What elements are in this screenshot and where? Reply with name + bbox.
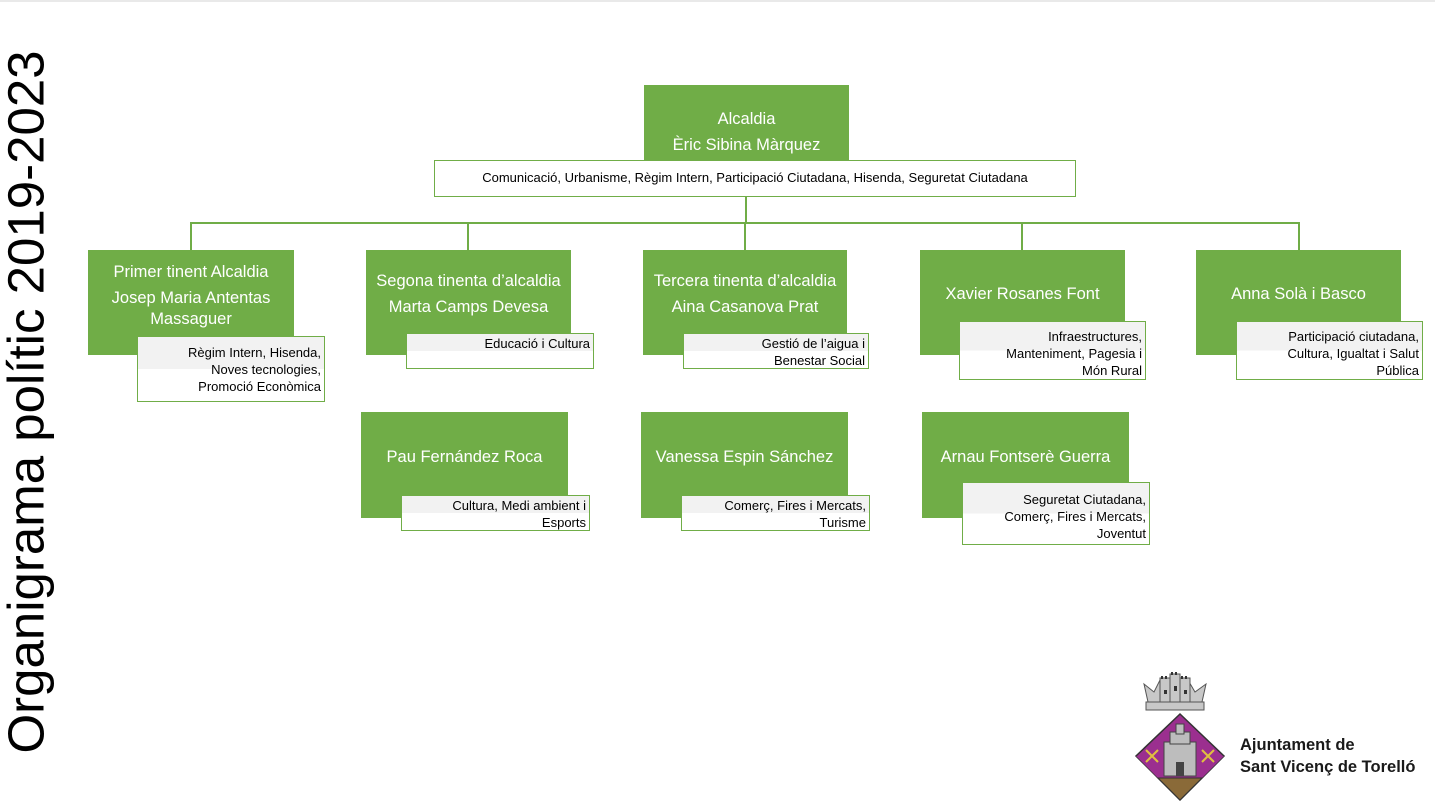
page-title: Organigrama polític 2019-2023 [0,50,55,754]
alcaldia-title-box: Alcaldia Èric Sibina Màrquez [644,85,849,161]
member-area-line: Benestar Social [773,353,865,368]
member-title-box-8: Arnau Fontserè Guerra [922,412,1129,518]
connector-trunk [745,196,747,224]
member-areas-box-6: Cultura, Medi ambient i Esports [401,495,590,531]
member-areas-box-8: Seguretat Ciutadana, Comerç, Fires i Mer… [962,482,1150,545]
member-area-line: Cultura, Medi ambient i [452,498,586,513]
member-area-line: Participació ciutadana, [1288,329,1419,344]
connector-drop-5 [1298,222,1300,250]
alcaldia-name: Èric Sibina Màrquez [672,136,821,154]
member-area-line: Infraestructures, [1048,329,1142,344]
member-title-line: Arnau Fontserè Guerra [940,448,1111,466]
member-area-line: Promoció Econòmica [198,379,321,394]
alcaldia-areas-box: Comunicació, Urbanisme, Règim Intern, Pa… [434,160,1076,197]
connector-drop-2 [467,222,469,250]
member-title-line: Pau Fernández Roca [386,448,543,466]
member-area-line: Turisme [819,515,866,530]
member-area-line: Gestió de l’aigua i [761,336,865,351]
connector-drop-4 [1021,222,1023,250]
member-area-line: Comerç, Fires i Mercats, [1004,509,1146,524]
connector-drop-3 [744,222,746,250]
member-title-line: Marta Camps Devesa [388,298,549,316]
member-area-line: Noves tecnologies, [211,362,321,377]
top-divider [0,0,1435,2]
municipal-coat-of-arms-icon [1134,672,1226,802]
member-title-line: Anna Solà i Basco [1231,285,1366,303]
member-title-line: Tercera tinenta d’alcaldia [653,272,837,290]
alcaldia-areas: Comunicació, Urbanisme, Règim Intern, Pa… [482,170,1028,185]
member-title-line: Primer tinent Alcaldia [113,263,269,281]
member-areas-box-3: Gestió de l’aigua i Benestar Social [683,333,869,369]
member-area-line: Pública [1376,363,1419,378]
member-areas-box-7: Comerç, Fires i Mercats, Turisme [681,495,870,531]
logo-text-line-2: Sant Vicenç de Torelló [1240,758,1416,776]
member-area-line: Seguretat Ciutadana, [1023,492,1146,507]
connector-drop-1 [190,222,192,250]
member-title-line: Josep Maria Antentas [111,289,271,307]
member-area-line: Joventut [1096,526,1146,541]
member-title-line: Segona tinenta d’alcaldia [376,272,561,290]
member-area-line: Règim Intern, Hisenda, [188,345,321,360]
member-title-line: Massaguer [150,310,232,328]
member-title-line: Xavier Rosanes Font [945,285,1100,303]
municipality-name: Ajuntament de Sant Vicenç de Torelló [1240,734,1430,778]
member-areas-box-4: Infraestructures, Manteniment, Pagesia i… [959,321,1146,380]
member-areas-box-2: Educació i Cultura [406,333,594,369]
logo-text-line-1: Ajuntament de [1240,736,1355,754]
member-area-line: Educació i Cultura [484,336,591,351]
alcaldia-role: Alcaldia [717,110,776,128]
member-areas-box-5: Participació ciutadana, Cultura, Igualta… [1236,321,1423,380]
municipality-logo: Ajuntament de Sant Vicenç de Torelló [1130,672,1435,805]
member-area-line: Comerç, Fires i Mercats, [724,498,866,513]
member-area-line: Cultura, Igualtat i Salut [1287,346,1419,361]
member-title-line: Vanessa Espin Sánchez [655,448,834,466]
member-area-line: Manteniment, Pagesia i [1006,346,1142,361]
member-area-line: Esports [541,515,586,530]
member-title-line: Aina Casanova Prat [671,298,819,316]
member-area-line: Món Rural [1082,363,1142,378]
member-areas-box-1: Règim Intern, Hisenda, Noves tecnologies… [137,336,325,402]
